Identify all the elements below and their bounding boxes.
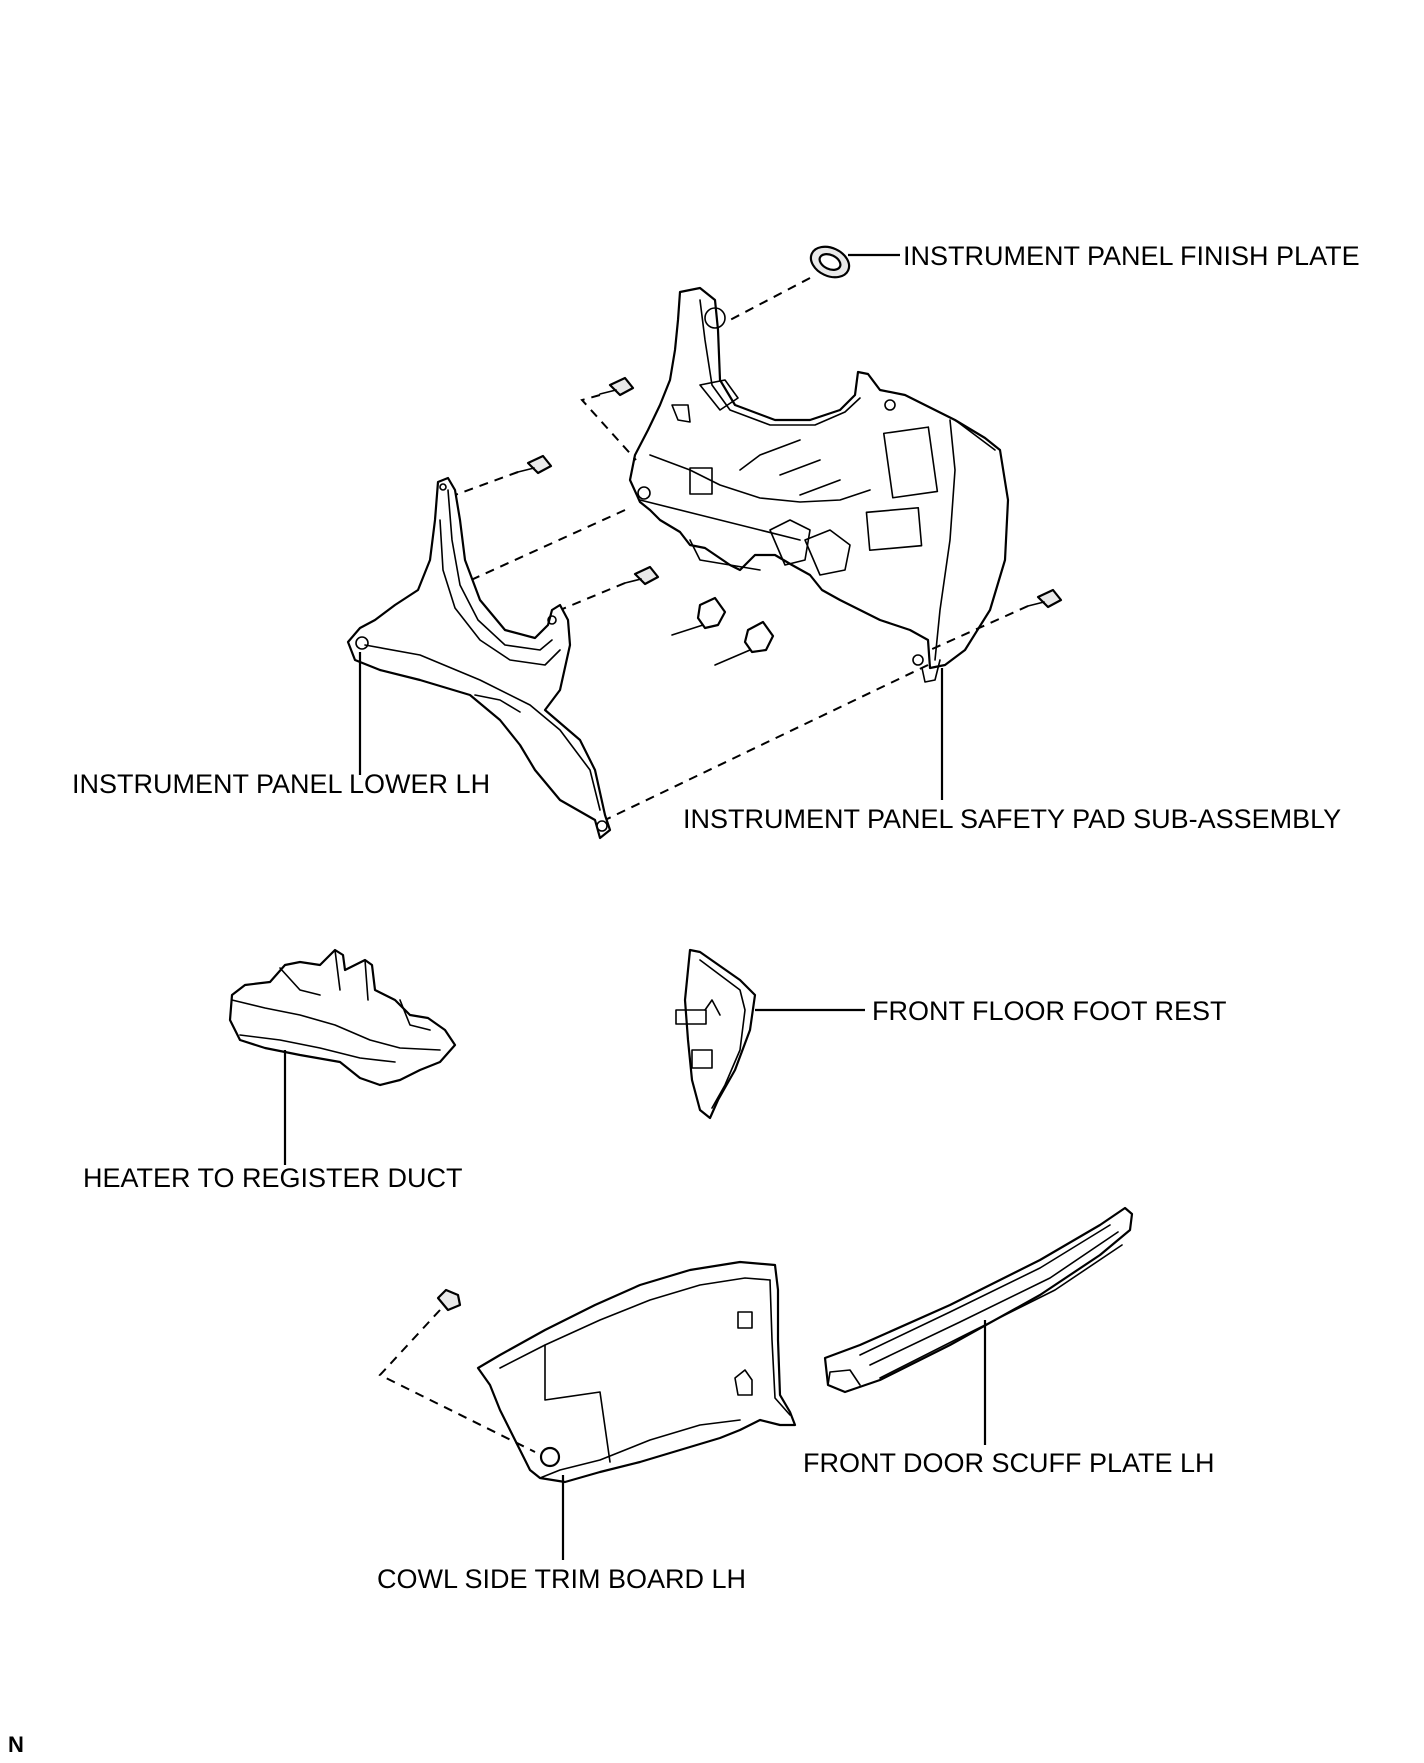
finish-plate-part <box>809 245 851 279</box>
label-panel-lower-lh: INSTRUMENT PANEL LOWER LH <box>72 769 490 799</box>
scuff-plate-part <box>823 1206 1134 1394</box>
safety-pad-part <box>628 286 1010 683</box>
clip-dashed-line <box>378 1309 536 1453</box>
screw-dashed-line <box>459 509 626 586</box>
screw-dashed-line <box>559 582 626 611</box>
screw-icon <box>624 565 660 586</box>
label-cowl-side-trim: COWL SIDE TRIM BOARD LH <box>377 1564 746 1594</box>
screw-dashed-line <box>929 605 1029 651</box>
label-finish-plate: INSTRUMENT PANEL FINISH PLATE <box>903 241 1360 271</box>
screw-icon <box>517 454 553 475</box>
label-foot-rest: FRONT FLOOR FOOT REST <box>872 996 1227 1026</box>
clip-icon <box>436 1288 462 1312</box>
screw-icon <box>1027 588 1063 609</box>
screw-dashed-line <box>604 664 929 821</box>
screw-dashed-line <box>580 394 637 461</box>
foot-rest-part <box>675 948 757 1120</box>
clip-icon <box>671 596 727 636</box>
label-heater-duct: HEATER TO REGISTER DUCT <box>83 1163 463 1193</box>
finish-plate-dashed-line <box>729 277 811 321</box>
screw-dashed-line <box>454 471 519 496</box>
label-scuff-plate: FRONT DOOR SCUFF PLATE LH <box>803 1448 1215 1478</box>
clip-icon <box>714 620 775 666</box>
cowl-side-trim-part <box>476 1260 797 1484</box>
corner-mark: N <box>8 1732 24 1757</box>
screw-icon <box>599 376 635 397</box>
label-safety-pad: INSTRUMENT PANEL SAFETY PAD SUB-ASSEMBLY <box>683 804 1341 834</box>
heater-duct-part <box>228 948 457 1087</box>
panel-lower-lh-part <box>346 476 612 840</box>
